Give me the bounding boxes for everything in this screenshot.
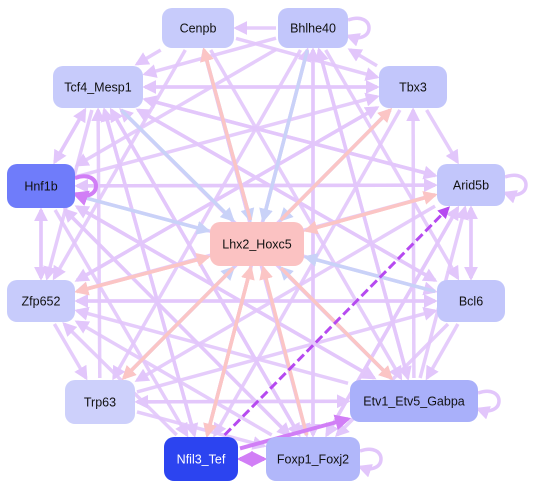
edge-cenpb-to-etv1_etv5_gabpa	[209, 49, 403, 381]
node-box	[266, 437, 360, 481]
node-label: Etv1_Etv5_Gabpa	[363, 395, 465, 409]
self-loop-hnf1b	[71, 174, 98, 206]
node-label: Arid5b	[453, 179, 489, 193]
self-loop-arid5b	[502, 173, 528, 204]
self-loop-bhlhe40	[345, 16, 371, 47]
edge-hnf1b-to-lhx2_hoxc5	[76, 194, 211, 235]
node-label: Nfil3_Tef	[177, 453, 226, 467]
self-loop-etv1_etv5_gabpa	[475, 389, 501, 420]
edge-foxp1_foxj2-to-zfp652	[74, 320, 273, 437]
edge-lhx2_hoxc5-to-zfp652	[74, 255, 209, 296]
node-label: Foxp1_Foxj2	[277, 453, 349, 467]
node-label: Tbx3	[399, 81, 427, 95]
node-zfp652[interactable]: Zfp652	[7, 280, 75, 322]
edge-tbx3-to-bhlhe40	[347, 48, 378, 68]
edge-lhx2_hoxc5-to-tbx3	[279, 108, 393, 222]
node-lhx2_hoxc5[interactable]: Lhx2_Hoxc5	[210, 222, 304, 266]
node-box	[278, 8, 348, 48]
node-cenpb[interactable]: Cenpb	[162, 8, 234, 48]
edge-etv1_etv5_gabpa-to-trp63	[134, 394, 349, 409]
node-label: Cenpb	[180, 22, 217, 36]
edge-nfil3_tef-to-arid5b	[223, 206, 450, 437]
edge-bcl6-to-tcf4_mesp1	[135, 108, 436, 282]
node-bcl6[interactable]: Bcl6	[437, 280, 505, 322]
edge-bcl6-to-etv1_etv5_gabpa	[425, 323, 460, 381]
node-box	[210, 222, 304, 266]
node-tbx3[interactable]: Tbx3	[379, 66, 447, 108]
edge-nfil3_tef-to-zfp652	[62, 322, 178, 437]
node-box	[53, 66, 143, 108]
node-foxp1_foxj2[interactable]: Foxp1_Foxj2	[266, 437, 360, 481]
self-loop-foxp1_foxj2	[357, 447, 383, 478]
node-label: Lhx2_Hoxc5	[222, 238, 292, 252]
edge-lhx2_hoxc5-to-nfil3_tef	[203, 267, 253, 438]
node-tcf4_mesp1[interactable]: Tcf4_Mesp1	[53, 66, 143, 108]
edge-lhx2_hoxc5-to-trp63	[121, 266, 235, 380]
edge-nfil3_tef-to-etv1_etv5_gabpa	[239, 414, 352, 451]
edge-bhlhe40-to-lhx2_hoxc5	[259, 49, 309, 223]
edge-etv1_etv5_gabpa-to-hnf1b	[74, 205, 375, 380]
edge-bhlhe40-to-trp63	[112, 49, 303, 381]
edge-tcf4_mesp1-to-lhx2_hoxc5	[120, 108, 235, 222]
edge-zfp652-to-tbx3	[76, 106, 380, 282]
node-label: Hnf1b	[24, 180, 57, 194]
node-box	[437, 280, 505, 322]
node-box	[162, 8, 234, 48]
edge-lhx2_hoxc5-to-cenpb	[200, 47, 253, 221]
node-etv1_etv5_gabpa[interactable]: Etv1_Etv5_Gabpa	[350, 380, 478, 422]
edge-foxp1_foxj2-to-lhx2_hoxc5	[259, 265, 309, 436]
node-box	[7, 164, 75, 208]
node-label: Zfp652	[22, 295, 61, 309]
node-label: Tcf4_Mesp1	[64, 81, 131, 95]
node-label: Bhlhe40	[290, 22, 336, 36]
self-loop-layer	[71, 16, 528, 478]
edge-tbx3-to-arid5b	[425, 109, 459, 165]
edge-etv1_etv5_gabpa-to-zfp652	[74, 306, 349, 385]
node-hnf1b[interactable]: Hnf1b	[7, 164, 75, 208]
node-arid5b[interactable]: Arid5b	[437, 164, 505, 206]
node-label: Trp63	[84, 396, 116, 410]
edge-cenpb-to-tcf4_mesp1	[134, 48, 162, 66]
edge-foxp1_foxj2-to-arid5b	[325, 205, 460, 436]
edge-bcl6-to-lhx2_hoxc5	[303, 253, 436, 294]
edge-lhx2_hoxc5-to-arid5b	[305, 191, 438, 233]
node-box	[437, 164, 505, 206]
edge-arid5b-to-trp63	[134, 204, 436, 382]
node-box	[65, 380, 135, 424]
node-box	[379, 66, 447, 108]
node-box	[350, 380, 478, 422]
node-bhlhe40[interactable]: Bhlhe40	[278, 8, 348, 48]
edge-tbx3-to-nfil3_tef	[213, 109, 402, 438]
node-nfil3_tef[interactable]: Nfil3_Tef	[164, 437, 238, 481]
edge-foxp1_foxj2-to-tcf4_mesp1	[109, 107, 301, 436]
edge-arid5b-to-tcf4_mesp1	[142, 95, 436, 178]
edge-zfp652-to-trp63	[52, 323, 88, 381]
node-label: Bcl6	[459, 295, 483, 309]
edge-hnf1b-to-tcf4_mesp1	[53, 107, 87, 163]
node-box	[7, 280, 75, 322]
edge-arid5b-to-hnf1b	[74, 178, 436, 193]
node-box	[164, 437, 238, 481]
node-trp63[interactable]: Trp63	[65, 380, 135, 424]
